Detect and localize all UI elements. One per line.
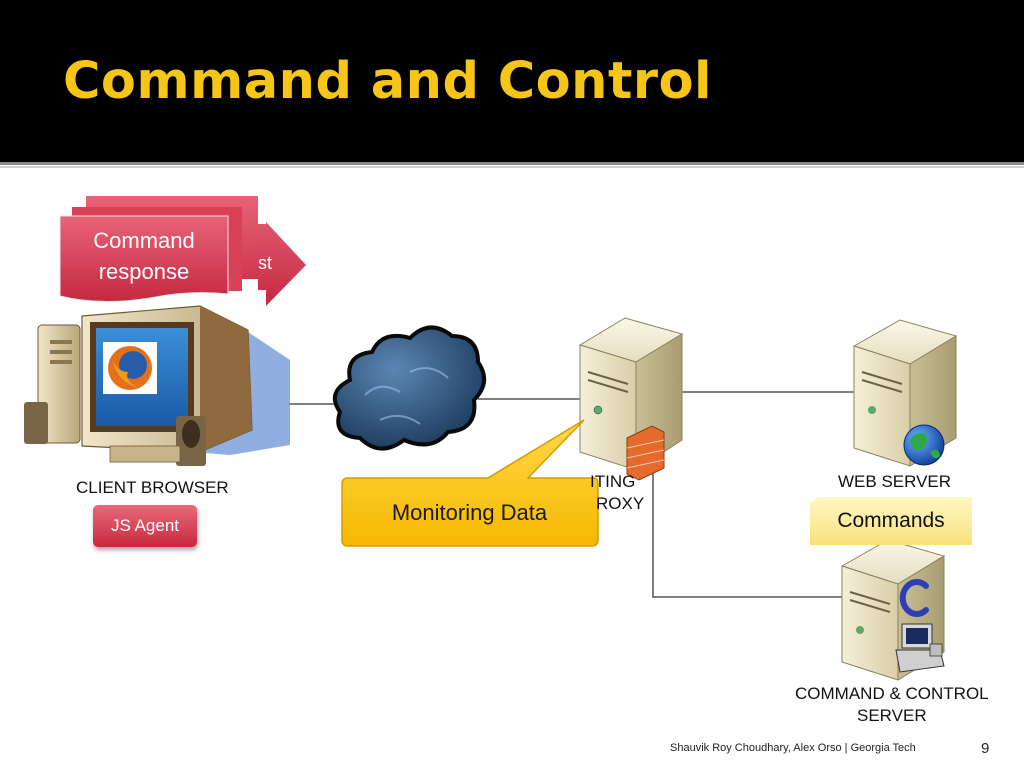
proxy-label-line1: ITING — [590, 472, 636, 491]
title-bar — [0, 0, 1024, 162]
client-computer-illustration — [24, 305, 290, 466]
network-lines — [288, 391, 854, 598]
client-browser-label: CLIENT BROWSER — [76, 478, 229, 497]
page-number: 9 — [981, 740, 990, 757]
internet-cloud-icon — [332, 325, 486, 451]
web-server-label: WEB SERVER — [838, 472, 952, 491]
web-server-illustration — [852, 319, 958, 467]
js-agent-badge: JS Agent — [93, 505, 197, 547]
c-logo-icon — [899, 579, 929, 617]
proxy-server-illustration — [578, 317, 684, 481]
cc-server-label: COMMAND & CONTROL SERVER — [795, 683, 989, 727]
request-card-text: st — [258, 253, 273, 273]
command-response-card-text: Command response — [93, 228, 195, 284]
request-arrow-cards — [59, 196, 306, 306]
proxy-label-line2: ROXY — [596, 494, 645, 513]
title-divider — [0, 162, 1024, 165]
workstation-icon — [895, 623, 945, 673]
globe-icon — [903, 424, 945, 466]
commands-note: Commands — [810, 497, 972, 545]
footer-credit: Shauvik Roy Choudhary, Alex Orso | Georg… — [670, 742, 916, 754]
monitoring-data-callout — [341, 419, 599, 547]
monitoring-data-text: Monitoring Data — [391, 500, 548, 525]
cc-server-illustration — [840, 539, 946, 681]
cc-server-label-line2: SERVER — [857, 706, 927, 725]
page-title: Command and Control — [63, 52, 713, 111]
title-divider-light — [0, 166, 1024, 168]
cc-server-label-line1: COMMAND & CONTROL — [795, 684, 989, 703]
firewall-icon — [626, 425, 665, 481]
